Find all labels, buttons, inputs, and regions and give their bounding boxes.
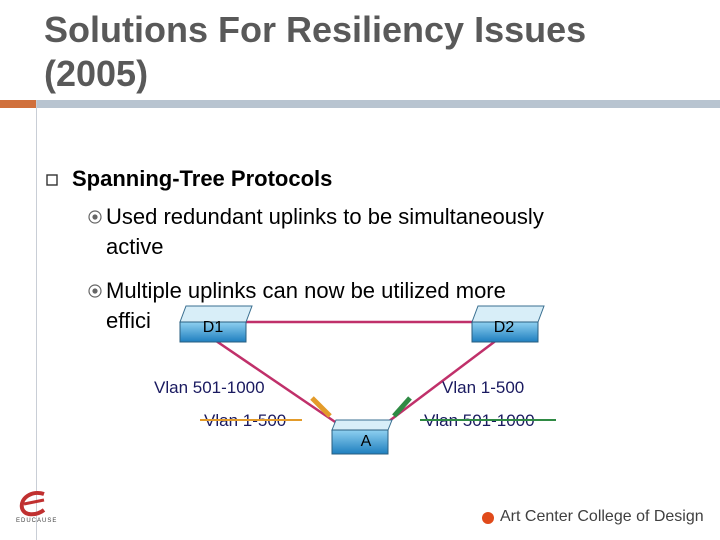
- page-title: Solutions For Resiliency Issues (2005): [44, 9, 587, 94]
- left-rule: [36, 100, 37, 540]
- switch-a: A: [331, 419, 393, 455]
- title-rule-accent: [0, 100, 36, 108]
- subbullet-2-text: Multiple uplinks can now be utilized mor…: [106, 278, 506, 303]
- switch-d1: D1: [179, 305, 253, 343]
- square-bullet-icon: [46, 174, 58, 186]
- subbullet-2-text-cont: effici: [106, 308, 151, 333]
- footer-org: Art Center College of Design: [500, 508, 704, 525]
- vlan-label-left-top: Vlan 501-1000: [154, 378, 265, 397]
- title-rule: [36, 100, 720, 108]
- bullet-spanning-tree: Spanning-Tree Protocols: [72, 166, 333, 191]
- vlan-label-right-top: Vlan 1-500: [442, 378, 524, 397]
- footer-dot-icon: [482, 512, 494, 524]
- educause-logo-text: EDUCAUSE: [16, 518, 57, 524]
- switch-d1-label: D1: [203, 319, 224, 336]
- educause-logo: EDUCAUSE: [16, 491, 57, 524]
- orange-block-icon: [310, 396, 332, 418]
- subbullet-1-text: Used redundant uplinks to be simultaneou…: [106, 204, 544, 229]
- switch-d2: D2: [471, 305, 545, 343]
- link-d2-a: [379, 329, 511, 429]
- switch-a-label: A: [361, 433, 372, 450]
- link-d1-a: [199, 328, 345, 430]
- green-block-icon: [392, 396, 412, 418]
- circle-bullet-icon: [88, 210, 102, 224]
- subbullet-1-text-cont: active: [106, 234, 164, 259]
- circle-bullet-icon: [88, 284, 102, 298]
- switch-d2-label: D2: [494, 319, 515, 336]
